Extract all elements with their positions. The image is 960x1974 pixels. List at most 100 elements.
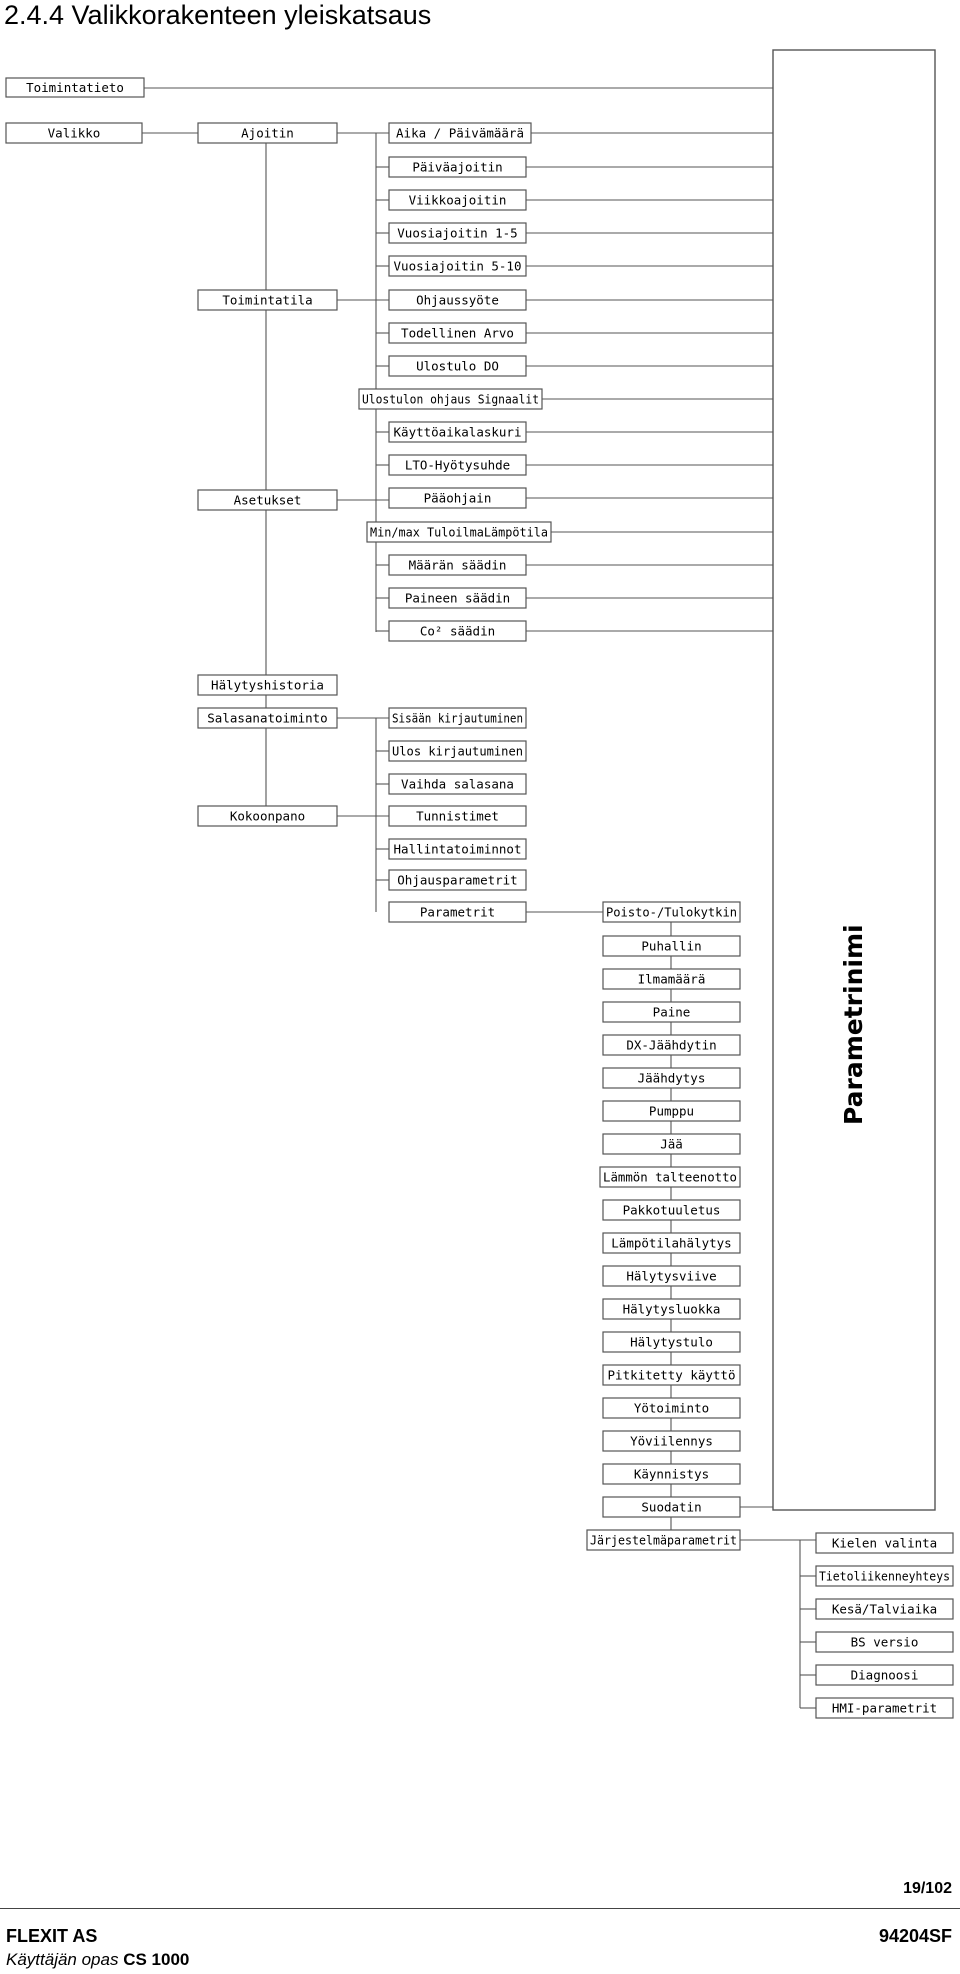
page-heading: 2.4.4 Valikkorakenteen yleiskatsaus	[4, 0, 432, 30]
menu-node-label: Ulostulo DO	[416, 359, 499, 374]
menu-node-label: HMI-parametrit	[832, 1701, 937, 1716]
menu-node-box	[366, 521, 552, 543]
menu-node-label: Tietoliikenneyhteys	[819, 1569, 950, 1584]
manual-title: Käyttäjän opas CS 1000	[6, 1950, 189, 1970]
menu-node-maaran: Määrän säädin	[388, 554, 527, 576]
menu-node-label: Käyttöaikalaskuri	[394, 425, 522, 440]
diagram-connectors	[142, 87, 816, 1709]
menu-node-box	[602, 1232, 741, 1254]
menu-node-sisaan: Sisään kirjautuminen	[388, 707, 527, 729]
menu-node-ohjausparam: Ohjausparametrit	[388, 869, 527, 891]
menu-node-label: Kokoonpano	[230, 809, 305, 824]
menu-node-box	[602, 1298, 741, 1320]
menu-node-label: Ilmamäärä	[638, 972, 706, 987]
menu-node-label: Ajoitin	[241, 126, 294, 141]
menu-node-label: Hälytystulo	[630, 1335, 713, 1350]
menu-node-label: Päiväajoitin	[412, 160, 502, 175]
menu-node-tunnistimet: Tunnistimet	[388, 805, 527, 827]
menu-node-label: Pumppu	[649, 1104, 694, 1119]
menu-node-paineen: Paineen säädin	[388, 587, 527, 609]
parameter-panel-label: Parametrinimi	[839, 924, 868, 1125]
menu-node-box	[388, 454, 527, 476]
menu-node-box	[602, 1397, 741, 1419]
menu-node-yoviilennys: Yöviilennys	[602, 1430, 741, 1452]
menu-node-label: Todellinen Arvo	[401, 326, 514, 341]
menu-node-label: Toimintatieto	[26, 80, 124, 95]
menu-node-label: Valikko	[48, 126, 101, 141]
menu-node-ilmamaara: Ilmamäärä	[602, 968, 741, 990]
parameter-panel	[772, 49, 936, 1511]
menu-node-lto: LTO-Hyötysuhde	[388, 454, 527, 476]
menu-node-label: Asetukset	[234, 493, 302, 508]
menu-node-box	[388, 156, 527, 178]
menu-node-label: Hälytysluokka	[623, 1302, 721, 1317]
menu-node-label: Vaihda salasana	[401, 777, 514, 792]
menu-node-label: Kielen valinta	[832, 1536, 937, 1551]
menu-node-label: Pääohjain	[424, 491, 492, 506]
menu-node-lampotilahal: Lämpötilahälytys	[602, 1232, 741, 1254]
manual-title-product: CS 1000	[123, 1950, 190, 1969]
menu-node-label: Lämpötilahälytys	[611, 1236, 731, 1251]
menu-node-box	[586, 1529, 741, 1551]
menu-node-box	[5, 122, 143, 144]
menu-node-dx: DX-Jäähdytin	[602, 1034, 741, 1056]
menu-node-halytysluokka: Hälytysluokka	[602, 1298, 741, 1320]
menu-node-box	[388, 487, 527, 509]
menu-node-halytysviive: Hälytysviive	[602, 1265, 741, 1287]
menu-node-label: Toimintatila	[222, 293, 312, 308]
menu-node-box	[602, 1265, 741, 1287]
menu-node-viikkoajoitin: Viikkoajoitin	[388, 189, 527, 211]
menu-node-label: Jää	[660, 1137, 683, 1152]
menu-node-halytystulo: Hälytystulo	[602, 1331, 741, 1353]
menu-node-lammon: Lämmön talteenotto	[599, 1166, 741, 1188]
menu-node-box	[388, 587, 527, 609]
menu-node-vaihda: Vaihda salasana	[388, 773, 527, 795]
menu-node-puhallin: Puhallin	[602, 935, 741, 957]
menu-node-box	[602, 1133, 741, 1155]
menu-node-ohjaussyote: Ohjaussyöte	[388, 289, 527, 311]
footer-rule	[0, 1908, 960, 1909]
menu-node-salasana: Salasanatoiminto	[197, 707, 338, 729]
page-number: 19/102	[903, 1880, 952, 1897]
menu-node-kaynnistys: Käynnistys	[602, 1463, 741, 1485]
menu-node-label: Hälytyshistoria	[211, 678, 324, 693]
menu-node-aika: Aika / Päivämäärä	[388, 122, 532, 144]
menu-node-label: Salasanatoiminto	[207, 711, 327, 726]
menu-node-box	[602, 935, 741, 957]
menu-node-ulostulonohjaus: Ulostulon ohjaus Signaalit	[358, 388, 543, 410]
menu-node-box	[602, 1100, 741, 1122]
menu-node-box	[815, 1532, 954, 1554]
menu-node-box	[388, 189, 527, 211]
menu-node-box	[388, 838, 527, 860]
menu-node-label: Hallintatoiminnot	[394, 842, 522, 857]
menu-node-box	[388, 901, 527, 923]
menu-node-box	[388, 740, 527, 762]
menu-node-box	[602, 1496, 741, 1518]
menu-node-box	[602, 1463, 741, 1485]
menu-node-vuosi510: Vuosiajoitin 5-10	[388, 255, 527, 277]
menu-node-halytyshistoria: Hälytyshistoria	[197, 674, 338, 696]
menu-node-box	[388, 620, 527, 642]
menu-node-co2: Co² säädin	[388, 620, 527, 642]
menu-node-label: Vuosiajoitin 1-5	[397, 226, 517, 241]
menu-node-box	[602, 1199, 741, 1221]
menu-node-box	[388, 421, 527, 443]
menu-node-label: Diagnoosi	[851, 1668, 919, 1683]
menu-node-suodatin: Suodatin	[602, 1496, 741, 1518]
menu-node-box	[197, 289, 338, 311]
menu-node-yotoiminto: Yötoiminto	[602, 1397, 741, 1419]
menu-node-hmi: HMI-parametrit	[815, 1697, 954, 1719]
menu-node-ajoitin: Ajoitin	[197, 122, 338, 144]
menu-node-label: Yöviilennys	[630, 1434, 713, 1449]
menu-node-label: Hälytysviive	[626, 1269, 716, 1284]
menu-node-box	[388, 322, 527, 344]
menu-node-label: LTO-Hyötysuhde	[405, 458, 510, 473]
menu-node-toimintatieto: Toimintatieto	[5, 77, 145, 98]
menu-node-todellinen: Todellinen Arvo	[388, 322, 527, 344]
menu-node-box	[815, 1664, 954, 1686]
menu-node-minmax: Min/max TuloilmaLämpötila	[366, 521, 552, 543]
menu-node-label: Min/max TuloilmaLämpötila	[370, 525, 548, 540]
menu-node-bsversio: BS versio	[815, 1631, 954, 1653]
menu-node-box	[602, 901, 741, 923]
